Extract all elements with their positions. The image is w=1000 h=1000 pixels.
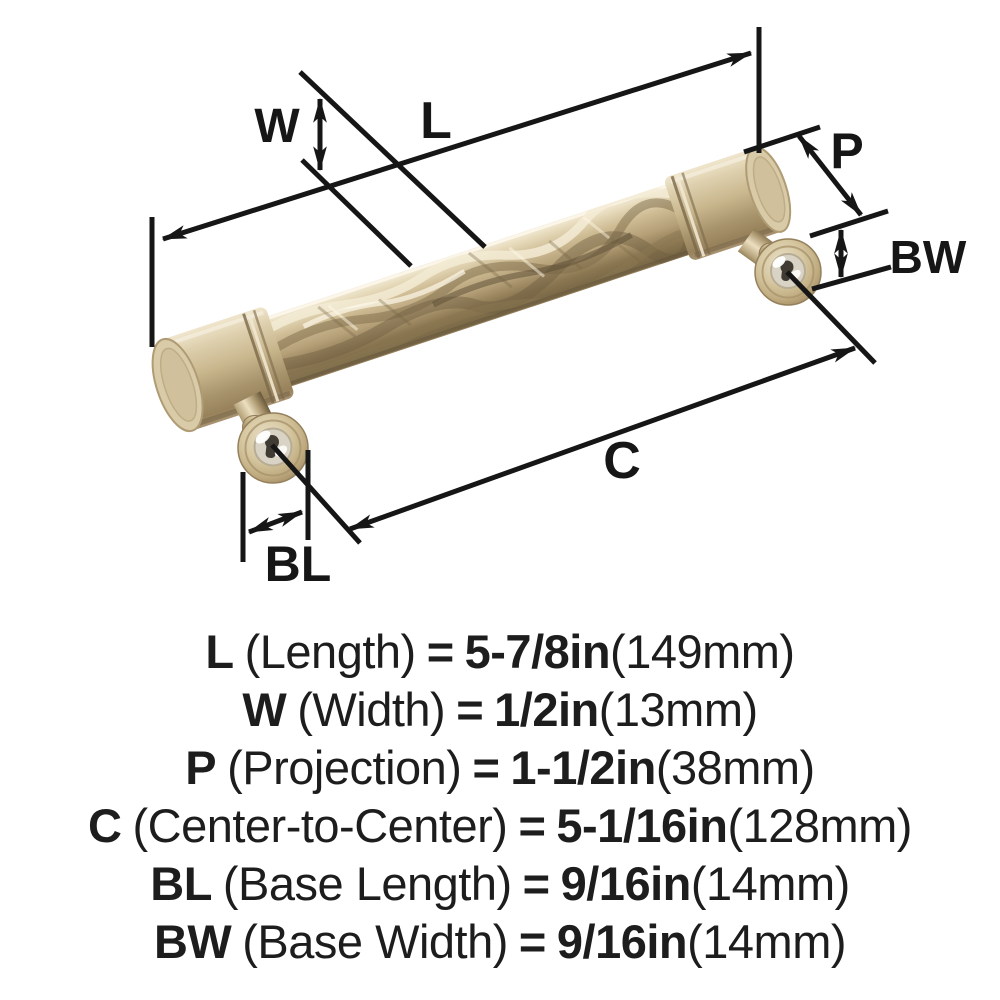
spec-value: 9/16in [556, 915, 688, 968]
label-width: W [254, 100, 300, 153]
dimension-spec-list: L(Length)=5-7/8in(149mm) W(Width)=1/2in(… [0, 623, 1000, 971]
spec-line-width: W(Width)=1/2in(13mm) [0, 681, 1000, 739]
w-extension-upper [298, 70, 487, 249]
dimension-lines [149, 27, 892, 562]
p-extension-line [743, 124, 821, 155]
equals-sign: = [472, 741, 500, 794]
spec-name: (Base Width) [242, 915, 508, 968]
spec-name: (Center-to-Center) [132, 799, 508, 852]
spec-metric: (128mm) [727, 799, 912, 852]
bw-extension-lower [811, 264, 892, 292]
spec-line-projection: P(Projection)=1-1/2in(38mm) [0, 739, 1000, 797]
label-base-width: BW [890, 231, 967, 283]
spec-line-base-length: BL(Base Length)=9/16in(14mm) [0, 855, 1000, 913]
label-base-length: BL [265, 536, 332, 592]
c-leader-left [270, 443, 362, 545]
spec-abbr: W [242, 683, 287, 736]
spec-line-base-width: BW(Base Width)=9/16in(14mm) [0, 913, 1000, 971]
dimension-labels: W L P BW C BL [254, 92, 967, 592]
spec-name: (Projection) [227, 741, 462, 794]
c-leader-right [785, 270, 877, 365]
spec-name: (Width) [297, 683, 446, 736]
equals-sign: = [518, 799, 546, 852]
spec-metric: (14mm) [690, 857, 850, 910]
label-projection: P [830, 123, 863, 179]
spec-value: 9/16in [560, 857, 692, 910]
handle-diagram-svg: W L P BW C BL [149, 27, 967, 592]
handle-illustration [151, 146, 822, 484]
spec-value: 1/2in [494, 683, 599, 736]
c-dimension-line [348, 345, 857, 532]
spec-abbr: P [185, 741, 217, 794]
spec-metric: (38mm) [655, 741, 815, 794]
spec-value: 5-1/16in [556, 799, 728, 852]
label-center-to-center: C [603, 432, 641, 490]
spec-line-center-to-center: C(Center-to-Center)=5-1/16in(128mm) [0, 797, 1000, 855]
spec-value: 5-7/8in [464, 625, 611, 678]
spec-name: (Base Length) [222, 857, 512, 910]
spec-metric: (149mm) [610, 625, 795, 678]
bl-dimension-arrow [247, 509, 304, 535]
spec-value: 1-1/2in [510, 741, 656, 794]
pull-dimension-diagram: W L P BW C BL [149, 27, 967, 592]
l-dimension-line [161, 50, 753, 242]
hammered-texture [257, 181, 701, 390]
p-dimension-arrow [797, 134, 863, 217]
equals-sign: = [522, 857, 550, 910]
spec-name: (Length) [244, 625, 417, 678]
spec-abbr: L [205, 625, 234, 678]
bw-extension-upper [809, 208, 889, 239]
equals-sign: = [518, 915, 546, 968]
label-length: L [420, 92, 452, 150]
w-extension-lower [300, 158, 413, 268]
spec-abbr: BW [153, 915, 232, 968]
spec-abbr: C [88, 799, 122, 852]
spec-abbr: BL [150, 857, 212, 910]
handle-bar-group [151, 146, 792, 433]
spec-metric: (13mm) [598, 683, 758, 736]
equals-sign: = [456, 683, 484, 736]
spec-line-length: L(Length)=5-7/8in(149mm) [0, 623, 1000, 681]
hammered-bar [257, 180, 701, 391]
spec-metric: (14mm) [687, 915, 847, 968]
equals-sign: = [426, 625, 454, 678]
